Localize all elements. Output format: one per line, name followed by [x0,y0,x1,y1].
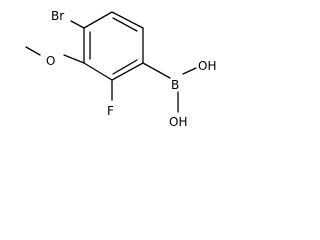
ring-bond [111,62,144,81]
atom-label-b: B [171,78,179,92]
atom-label-o: O [46,54,55,68]
structure-drawing: Br O F B OH OH [25,9,216,129]
chemical-structure: Br O F B OH OH [0,0,230,138]
ring-bond [111,11,144,29]
ring-bond [83,62,113,81]
bond-c-br [70,20,85,29]
bond-c-b [142,62,171,79]
atom-label-f: F [107,104,114,118]
ring-bond [83,11,113,29]
ring-double-bond [112,59,138,75]
ring-double-bond [112,17,138,32]
benzene-ring [83,11,144,81]
bond-c-o [63,54,85,64]
bond-b-oh-upper [182,67,197,75]
atom-label-oh-upper: OH [198,59,216,73]
atom-label-oh-lower: OH [169,115,187,129]
bond-o-methyl [25,46,41,56]
atom-label-br: Br [51,9,64,23]
